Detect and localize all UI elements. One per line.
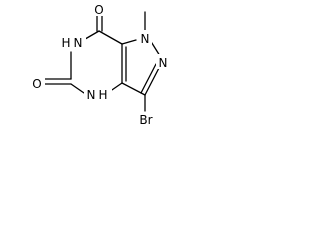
bond-layer	[44, 11, 161, 112]
atom-label-o-left: O	[32, 77, 41, 91]
bond-n2-c3-a	[144, 65, 161, 96]
atom-mask-nh-lower	[84, 86, 112, 101]
atom-mask-n-methyl	[138, 30, 152, 45]
atom-label-n-right: N	[159, 56, 168, 70]
atom-label-n-methyl: N	[141, 32, 150, 46]
atom-label-nh-lower-h: H	[98, 88, 107, 102]
atom-mask-br	[136, 112, 156, 127]
atom-label-nh-upper-h: H	[61, 36, 70, 50]
atom-label-br: Br	[139, 113, 152, 127]
atom-mask-n-right	[156, 54, 170, 69]
bond-n2-c3-b	[140, 63, 157, 94]
atom-label-nh-upper-n: N	[74, 36, 83, 50]
molecule-structure-diagram: O O H N N H N N Br	[30, 1, 170, 127]
atom-mask-o-top	[92, 1, 106, 16]
bond-c3-c3a	[121, 82, 146, 96]
atom-label-layer: O O H N N H N N Br	[30, 1, 170, 127]
bond-c7a-n1	[121, 39, 137, 45]
atom-mask-o-left	[30, 75, 45, 90]
bond-c5-n4	[70, 83, 85, 94]
bond-c7-c7a	[98, 30, 123, 45]
atom-label-nh-lower-n: N	[87, 88, 96, 102]
atom-label-o-top: O	[94, 3, 103, 17]
atom-mask-nh-upper	[58, 35, 86, 50]
